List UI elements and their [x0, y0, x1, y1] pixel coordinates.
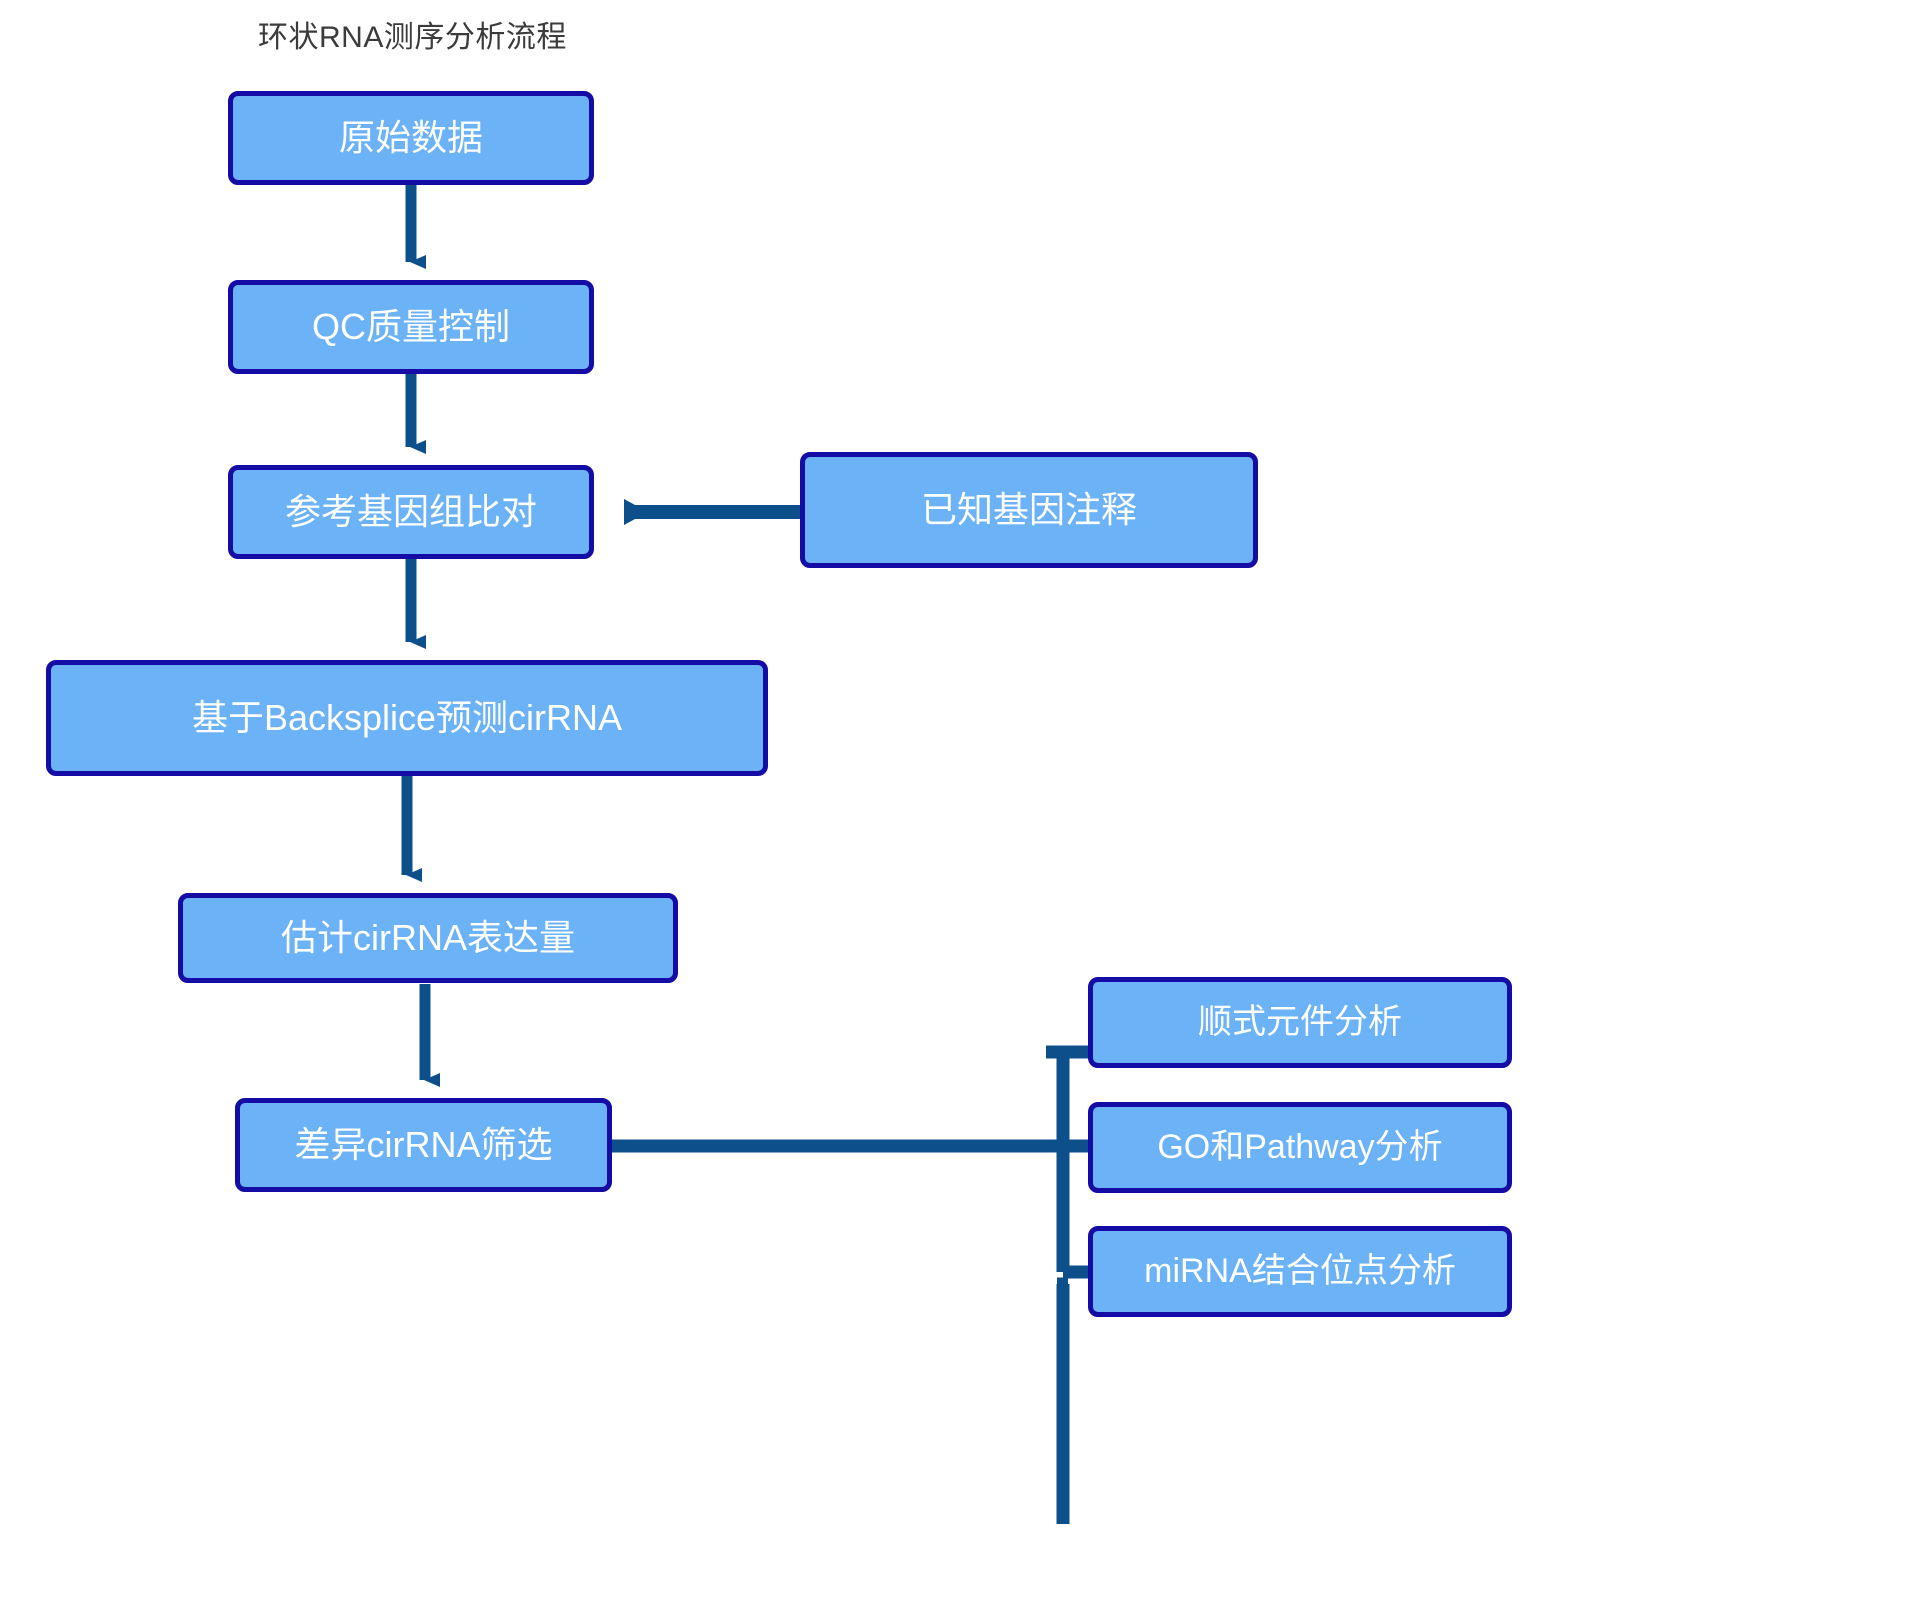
- node-expression[interactable]: 估计cirRNA表达量: [178, 893, 678, 983]
- node-diff-screen[interactable]: 差异cirRNA筛选: [235, 1098, 612, 1192]
- node-raw-data[interactable]: 原始数据: [228, 91, 594, 185]
- node-go-pathway[interactable]: GO和Pathway分析: [1088, 1102, 1512, 1193]
- node-cis-element[interactable]: 顺式元件分析: [1088, 977, 1512, 1068]
- edge-diff-to-branches: [612, 1139, 1070, 1524]
- node-known-gene[interactable]: 已知基因注释: [800, 452, 1258, 568]
- node-backsplice[interactable]: 基于Backsplice预测cirRNA: [46, 660, 768, 776]
- edge-branch-geometry: [1055, 1045, 1070, 1272]
- node-qc[interactable]: QC质量控制: [228, 280, 594, 374]
- node-mirna-site[interactable]: miRNA结合位点分析: [1088, 1226, 1512, 1317]
- node-align[interactable]: 参考基因组比对: [228, 465, 594, 559]
- page-title: 环状RNA测序分析流程: [258, 21, 567, 54]
